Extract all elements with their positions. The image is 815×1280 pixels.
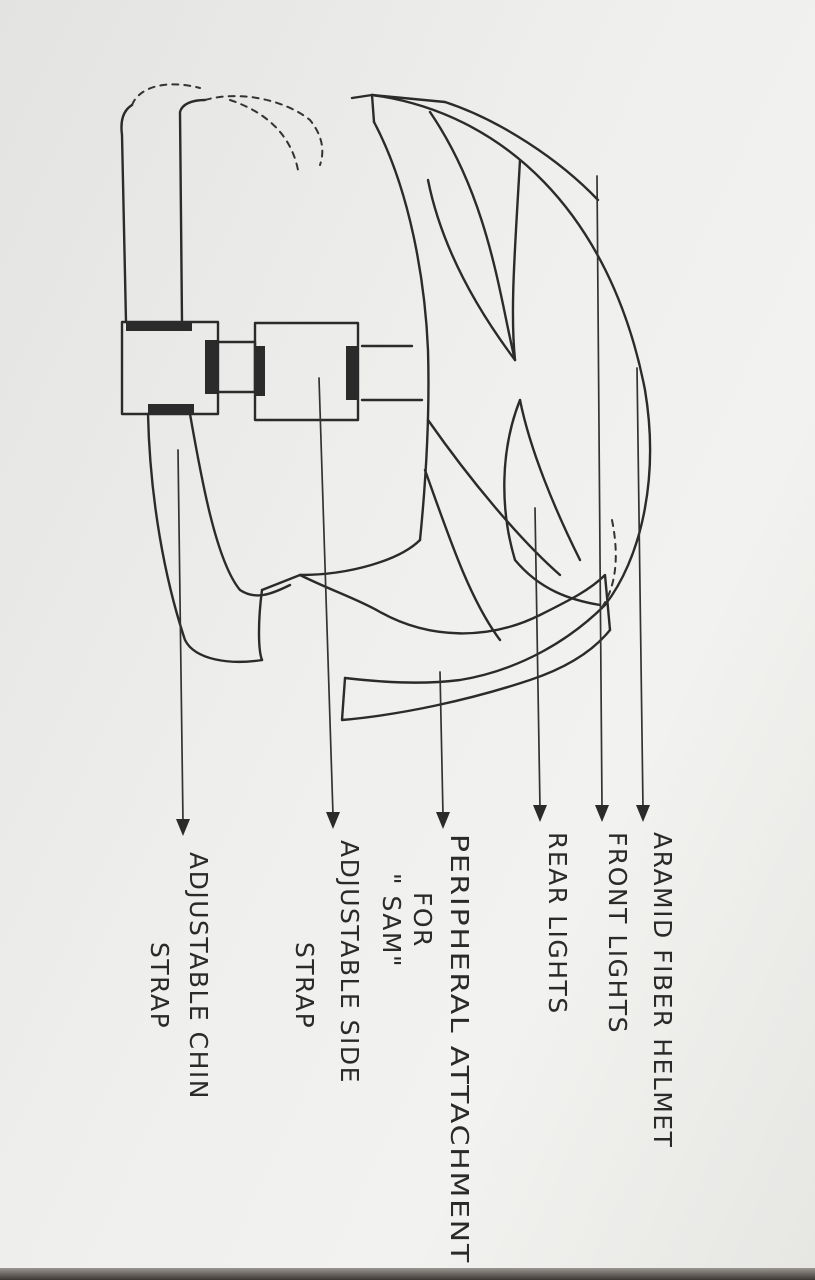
label-chin-strap-line-1: ADJUSTABLE CHIN <box>184 852 213 1100</box>
arrow-down-icon <box>595 805 609 822</box>
label-side-strap-line-2: STRAP <box>290 942 319 1029</box>
label-front-lights: FRONT LIGHTS <box>603 832 632 1034</box>
label-chin-strap-line-2: STRAP <box>145 942 174 1029</box>
label-aramid-fiber-helmet: ARAMID FIBER HELMET <box>648 832 677 1148</box>
arrow-down-icon <box>326 812 340 829</box>
arrow-down-icon <box>533 805 547 822</box>
leader-side-strap <box>319 378 340 829</box>
arrow-down-icon <box>636 805 650 822</box>
arrow-down-icon <box>176 819 190 836</box>
label-rear-lights: REAR LIGHTS <box>543 832 572 1015</box>
label-peripheral-line-2: FOR <box>408 892 437 948</box>
side-strap <box>122 322 422 420</box>
leader-aramid <box>636 368 650 822</box>
label-peripheral-line-1: PERIPHERAL ATTACHMENT <box>445 834 474 1264</box>
leader-peripheral <box>436 672 450 829</box>
arrow-down-icon <box>436 812 450 829</box>
chin-strap <box>121 84 322 661</box>
label-side-strap-line-1: ADJUSTABLE SIDE <box>335 840 364 1084</box>
label-peripheral-line-3: " SAM" <box>377 873 406 968</box>
